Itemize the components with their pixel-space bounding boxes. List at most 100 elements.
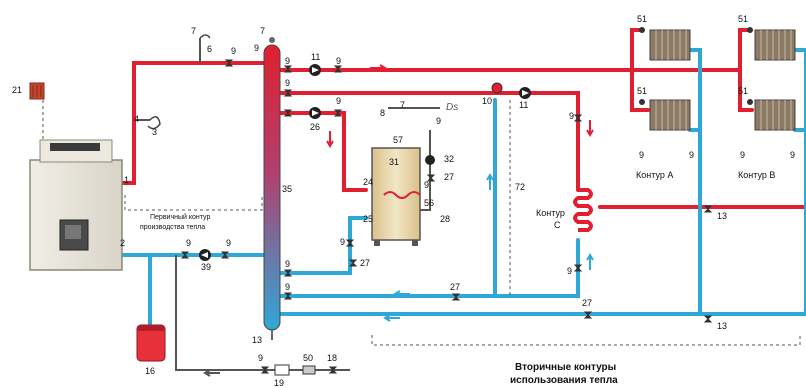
pumps: [199, 64, 531, 261]
return-pipes: [120, 48, 806, 327]
label-51c: 51: [637, 86, 647, 96]
label-51b: 51: [738, 14, 748, 24]
valve-9j: [283, 269, 293, 277]
pipe-to-radiator-b2: [738, 68, 754, 112]
label-13b: 13: [717, 211, 727, 221]
label-9r: 9: [689, 150, 694, 160]
label-72: 72: [515, 182, 525, 192]
radiator-a-return-link: [688, 48, 702, 132]
secondary-circuits-label-2: использования тепла: [510, 375, 618, 386]
primary-circuit-label-1: Первичный контур: [150, 213, 210, 221]
radiator-valves: [639, 27, 753, 105]
circuit-b-label: Контур В: [738, 170, 775, 180]
radiator-b-return-link: [793, 48, 806, 132]
secondary-circuits-label-1: Вторичные контуры: [515, 362, 616, 373]
label-9g: 9: [436, 116, 441, 126]
radiator-a2: [649, 99, 691, 131]
label-9t: 9: [790, 150, 795, 160]
valve-9g: [180, 251, 190, 259]
pump-32: [425, 155, 435, 165]
outdoor-sensor: [29, 82, 45, 100]
arrow-return-2: [383, 314, 400, 322]
pipe-to-radiator-a2: [630, 68, 650, 112]
arrow-c-return: [586, 253, 594, 270]
valve-9d: [283, 109, 293, 117]
label-6a: 6: [207, 44, 212, 54]
label-27d: 27: [582, 298, 592, 308]
dark-pipes: [134, 38, 440, 371]
label-31: 31: [389, 157, 399, 167]
label-51a: 51: [637, 14, 647, 24]
label-9f: 9: [285, 78, 290, 88]
fill-line: [175, 255, 350, 371]
valve-13a: [703, 205, 713, 213]
arrow-return-3: [203, 369, 220, 377]
dashed-secondary-bracket: [371, 335, 801, 346]
valve-9i: [345, 239, 355, 247]
label-9a: 9: [231, 46, 236, 56]
label-18: 18: [327, 353, 337, 363]
circuit-c-supply-pipe: [278, 91, 580, 192]
label-7b: 7: [260, 26, 265, 36]
label-2: 2: [120, 238, 125, 248]
valve-27d: [426, 174, 436, 182]
label-9h: 9: [424, 180, 429, 190]
label-11a: 11: [311, 52, 320, 62]
valve-9b: [283, 65, 293, 73]
boiler-body: [29, 159, 123, 271]
label-9c: 9: [285, 56, 290, 66]
upper-supply-pipe: [278, 28, 642, 72]
label-11b: 11: [519, 100, 528, 110]
label-1: 1: [124, 175, 129, 185]
valve-9h: [220, 251, 230, 259]
label-19: 19: [274, 378, 284, 388]
arrow-supply-1: [370, 64, 387, 72]
valve-9c: [333, 65, 343, 73]
label-16: 16: [145, 366, 155, 376]
valve-9m: [573, 264, 583, 272]
dhw-tank: [371, 147, 421, 246]
radiators: [649, 29, 796, 131]
label-9m: 9: [285, 282, 290, 292]
boiler-control-panel: [50, 143, 100, 151]
valve-13b: [703, 315, 713, 323]
label-27b: 27: [360, 258, 370, 268]
flow-arrows: [203, 64, 594, 377]
valves: [180, 59, 713, 374]
label-9o: 9: [569, 111, 574, 121]
label-27c: 27: [450, 282, 460, 292]
pump-26: [309, 107, 321, 119]
label-50: 50: [303, 353, 313, 363]
label-32: 32: [444, 154, 454, 164]
labels: 21 4 3 1 2 7 6 9 7 9 11 9 9 9 9 26 8 7 9…: [12, 14, 795, 388]
label-28: 28: [440, 214, 450, 224]
boiler-burner-window: [65, 225, 81, 239]
fill-fittings: [274, 364, 338, 376]
label-9b: 9: [254, 43, 259, 53]
label-9l: 9: [285, 259, 290, 269]
label-39: 39: [201, 262, 211, 272]
boiler: [29, 139, 123, 271]
label-13a: 13: [252, 335, 262, 345]
radiator-a1: [649, 29, 691, 61]
arrow-return-1: [393, 290, 410, 298]
pump-11b: [519, 87, 531, 99]
label-56: 56: [424, 198, 434, 208]
filter-19: [274, 364, 290, 376]
supply-pipes: [120, 28, 806, 209]
label-57: 57: [393, 135, 403, 145]
valve-9a: [224, 59, 234, 67]
primary-circuit-label-2: производства тепла: [140, 224, 205, 231]
arrow-bypass: [486, 173, 494, 190]
radiator-b2: [754, 99, 796, 131]
check-valve-50: [302, 365, 316, 375]
label-9q: 9: [639, 150, 644, 160]
label-26: 26: [310, 122, 320, 132]
vent-10: [491, 82, 503, 94]
circuit-c-return-pipe: [278, 238, 580, 298]
radiator-b1: [754, 29, 796, 61]
circuit-c-label-2: С: [554, 220, 561, 230]
label-9i: 9: [340, 237, 345, 247]
